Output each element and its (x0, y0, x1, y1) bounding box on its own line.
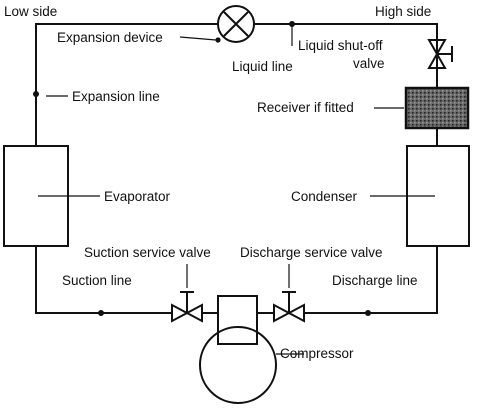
suction-service-valve-label: Suction service valve (84, 245, 211, 260)
expansion-device-leader (179, 36, 217, 41)
condenser-label: Condenser (291, 189, 358, 204)
high-side-label: High side (375, 4, 432, 19)
left-pipe-top (35, 23, 218, 146)
discharge-line-label: Discharge line (332, 273, 418, 288)
discharge-service-valve-label: Discharge service valve (240, 245, 383, 260)
expansion-device-dot (215, 37, 221, 43)
expansion-device-icon (217, 5, 255, 43)
liquid-line-label: Liquid line (232, 59, 293, 74)
expansion-device-label: Expansion device (57, 30, 163, 45)
evaporator-label: Evaporator (104, 189, 171, 204)
liquid-shutoff-valve-icon (427, 39, 453, 69)
expansion-line-label: Expansion line (72, 89, 160, 104)
discharge-line-pipe (304, 246, 438, 314)
liquid-shutoff-label-line2: valve (353, 56, 385, 71)
receiver-label: Receiver if fitted (257, 100, 354, 115)
liquid-line-pipe (254, 23, 438, 88)
discharge-service-valve-icon (273, 264, 305, 323)
liquid-shutoff-label-line1: Liquid shut-off (298, 38, 383, 53)
suction-line-pipe (35, 246, 172, 314)
discharge-line-dot (365, 310, 371, 316)
low-side-label: Low side (4, 4, 58, 19)
compressor-icon (199, 295, 277, 404)
receiver-icon (404, 86, 470, 130)
suction-line-label: Suction line (62, 273, 132, 288)
liquid-line-dot (289, 21, 295, 27)
compressor-label: Compressor (280, 346, 354, 361)
expansion-line-dot (33, 91, 39, 97)
suction-line-dot (98, 310, 104, 316)
suction-service-valve-icon (171, 264, 203, 323)
